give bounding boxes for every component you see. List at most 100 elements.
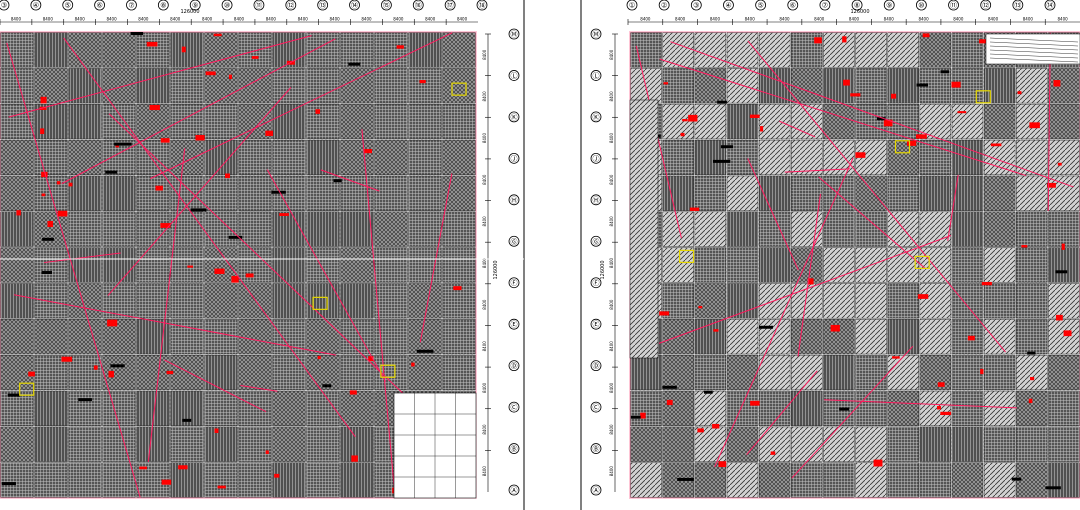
axis-label: Ⓙ xyxy=(511,155,518,163)
room-block xyxy=(823,390,855,426)
room-block xyxy=(662,139,694,175)
dim-value: 8400 xyxy=(170,17,181,22)
room-block xyxy=(1016,139,1048,175)
room-block xyxy=(983,104,1016,140)
equipment-mark xyxy=(368,356,374,362)
dim-value: 8400 xyxy=(202,17,213,22)
room-block xyxy=(791,139,823,175)
room-block xyxy=(170,32,204,68)
room-block xyxy=(374,283,408,319)
dim-value: 8400 xyxy=(106,17,117,22)
room-block xyxy=(855,462,887,498)
room-block xyxy=(1048,68,1080,104)
axis-bubble xyxy=(508,401,520,413)
equipment-mark xyxy=(697,428,704,433)
room-block xyxy=(204,319,238,355)
axis-bubble xyxy=(508,70,520,81)
axis-bubble xyxy=(126,0,137,11)
yellow-mark xyxy=(678,249,695,263)
room-block xyxy=(68,175,102,211)
room-block xyxy=(238,462,272,498)
route-line xyxy=(419,173,453,343)
room-block xyxy=(102,462,136,498)
room-block xyxy=(68,211,102,247)
equipment-mark xyxy=(160,138,170,143)
room-block xyxy=(0,462,34,498)
room-block xyxy=(823,104,855,140)
room-block xyxy=(204,104,238,140)
yellow-mark xyxy=(894,140,911,154)
equipment-mark xyxy=(155,185,163,191)
axis-bubble xyxy=(590,360,602,372)
room-block xyxy=(204,175,238,211)
equipment-mark xyxy=(181,46,186,53)
room-block xyxy=(694,426,727,462)
axis-label: ③ xyxy=(693,2,699,10)
tag-mark xyxy=(348,62,361,66)
room-block xyxy=(306,211,340,247)
equipment-mark xyxy=(680,132,685,137)
room-block xyxy=(408,139,442,175)
route-line xyxy=(6,42,141,498)
axis-label: ⑥ xyxy=(790,2,796,10)
room-block xyxy=(662,390,694,426)
room-block xyxy=(136,426,170,462)
room-block xyxy=(791,426,823,462)
equipment-mark xyxy=(749,114,760,119)
room-block xyxy=(102,426,136,462)
room-block xyxy=(0,283,34,319)
room-block xyxy=(791,390,823,426)
axis-label: ⑨ xyxy=(192,2,198,10)
room-block xyxy=(855,319,887,355)
equipment-mark xyxy=(1028,398,1033,404)
equipment-mark xyxy=(689,207,700,211)
equipment-mark xyxy=(1017,91,1022,95)
room-block xyxy=(726,355,759,391)
room-block xyxy=(34,211,68,247)
equipment-mark xyxy=(178,465,188,470)
room-block xyxy=(919,175,952,211)
room-block xyxy=(204,32,238,68)
room-block xyxy=(170,104,204,140)
room-block xyxy=(855,211,887,247)
axis-label: Ⓕ xyxy=(593,279,600,287)
room-block xyxy=(306,355,340,391)
axis-label: Ⓖ xyxy=(511,238,518,246)
tag-mark xyxy=(110,364,125,368)
room-block xyxy=(170,139,204,175)
equipment-mark xyxy=(873,459,883,467)
room-block xyxy=(662,68,694,104)
room-block xyxy=(983,426,1016,462)
room-block xyxy=(442,139,476,175)
equipment-mark xyxy=(317,355,321,360)
equipment-mark xyxy=(68,182,73,187)
room-block xyxy=(1016,175,1048,211)
dim-value: 8400 xyxy=(609,174,614,185)
dim-value: 8400 xyxy=(609,299,614,310)
room-block xyxy=(983,319,1016,355)
equipment-mark xyxy=(1061,243,1065,250)
axis-label: ⑥ xyxy=(96,2,102,10)
room-block xyxy=(791,319,823,355)
room-block xyxy=(68,283,102,319)
equipment-mark xyxy=(850,93,861,97)
room-block xyxy=(630,390,662,426)
left-top-total: 126000 xyxy=(180,9,199,15)
tag-mark xyxy=(78,398,92,402)
room-block xyxy=(34,462,68,498)
room-block xyxy=(136,211,170,247)
dim-value: 8400 xyxy=(266,17,277,22)
tag-mark xyxy=(333,179,342,183)
room-block xyxy=(823,462,855,498)
room-block xyxy=(951,319,984,355)
room-block xyxy=(630,355,662,391)
equipment-mark xyxy=(957,111,967,114)
axis-bubble xyxy=(980,0,992,11)
room-block xyxy=(694,139,727,175)
route-line xyxy=(150,32,453,180)
left-plan-body xyxy=(0,31,524,499)
room-block xyxy=(823,32,855,68)
